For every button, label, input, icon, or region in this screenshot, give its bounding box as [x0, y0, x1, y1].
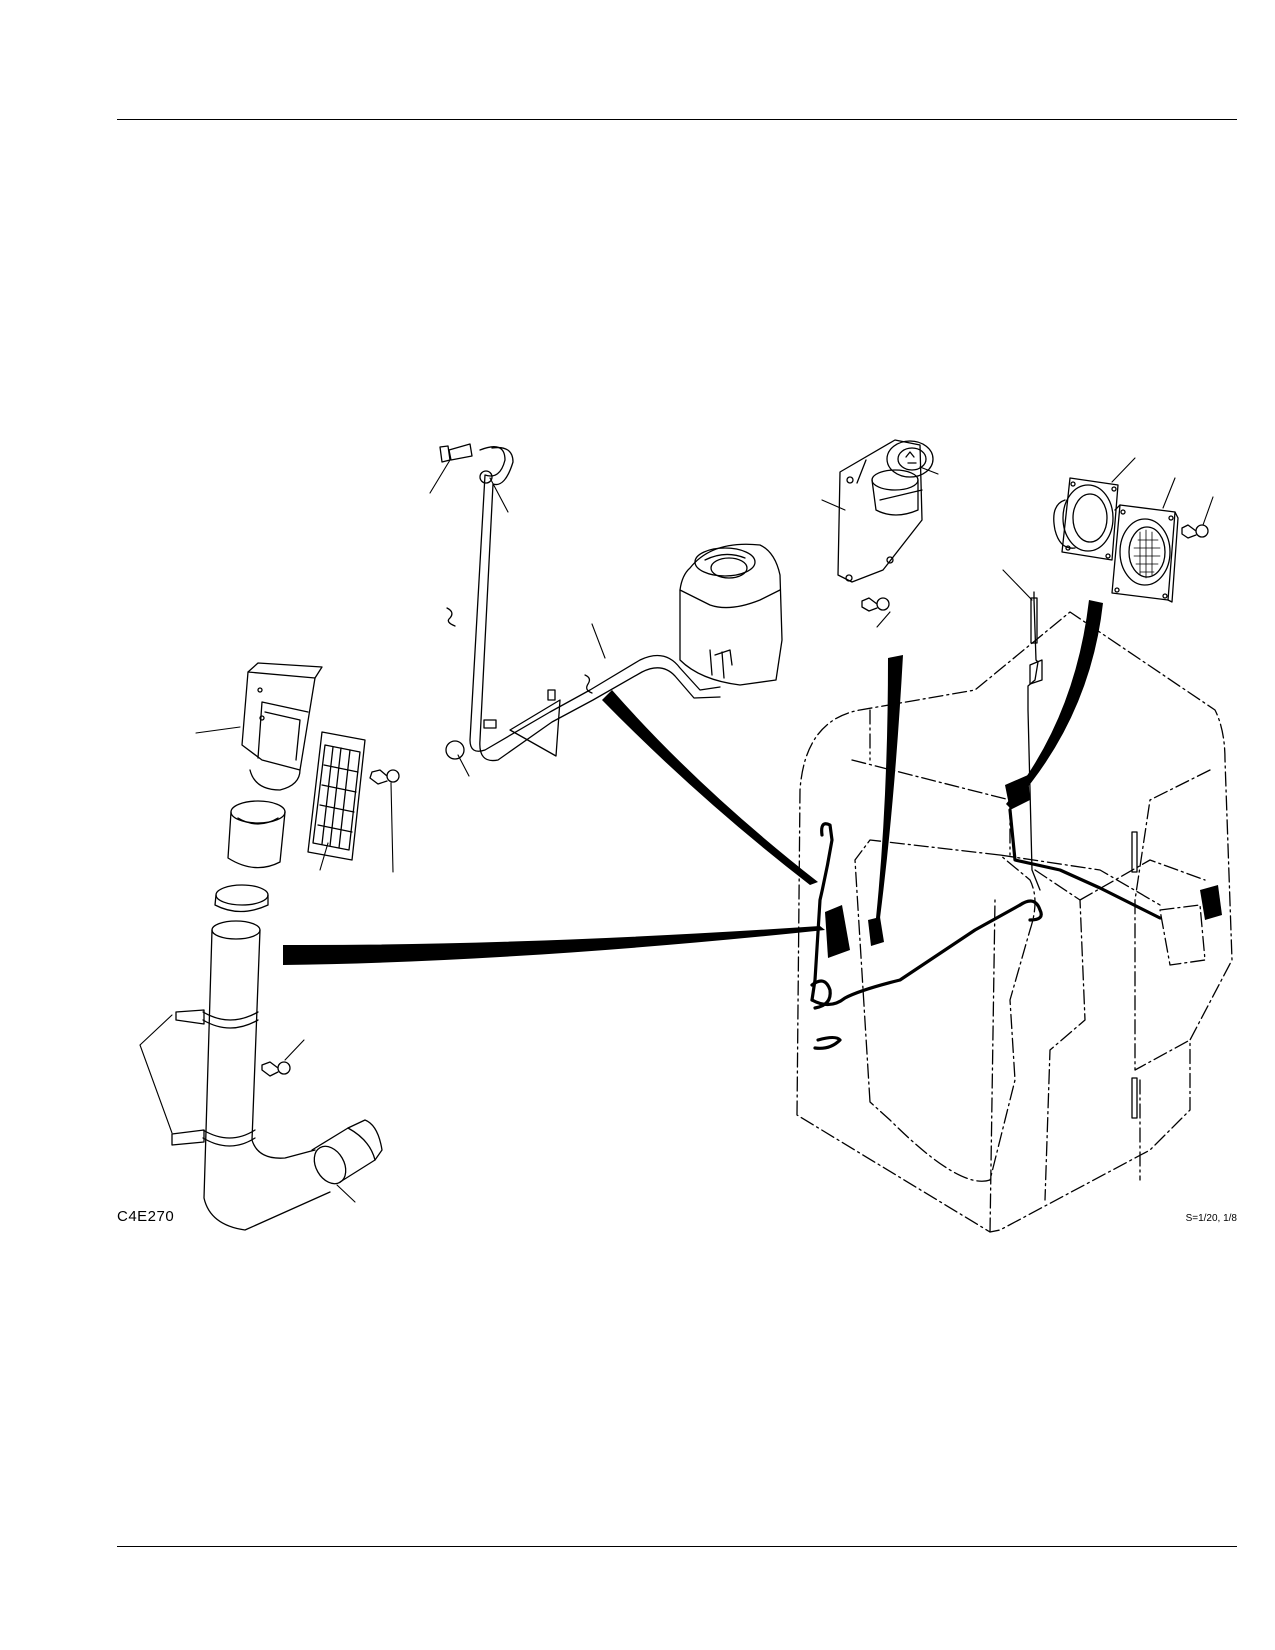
footer-rule	[117, 1546, 1237, 1547]
speaker	[1053, 477, 1119, 561]
air-duct-assembly	[171, 662, 400, 1231]
leader-lines	[139, 457, 1214, 1203]
cigarette-lighter	[837, 439, 934, 612]
figure-code: C4E270	[117, 1208, 175, 1225]
wiring-harness	[810, 808, 1162, 1050]
callout-wedges	[283, 600, 1103, 965]
header-rule	[117, 119, 1237, 120]
cab-frame	[796, 611, 1233, 1233]
washer-tank	[679, 543, 783, 686]
antenna	[1027, 591, 1043, 891]
speaker-grille	[1111, 504, 1209, 603]
washer-hose-and-nozzle	[439, 443, 721, 762]
cab-door-hinges	[1131, 831, 1138, 1119]
scale-note: S=1/20, 1/8	[1185, 1213, 1237, 1224]
